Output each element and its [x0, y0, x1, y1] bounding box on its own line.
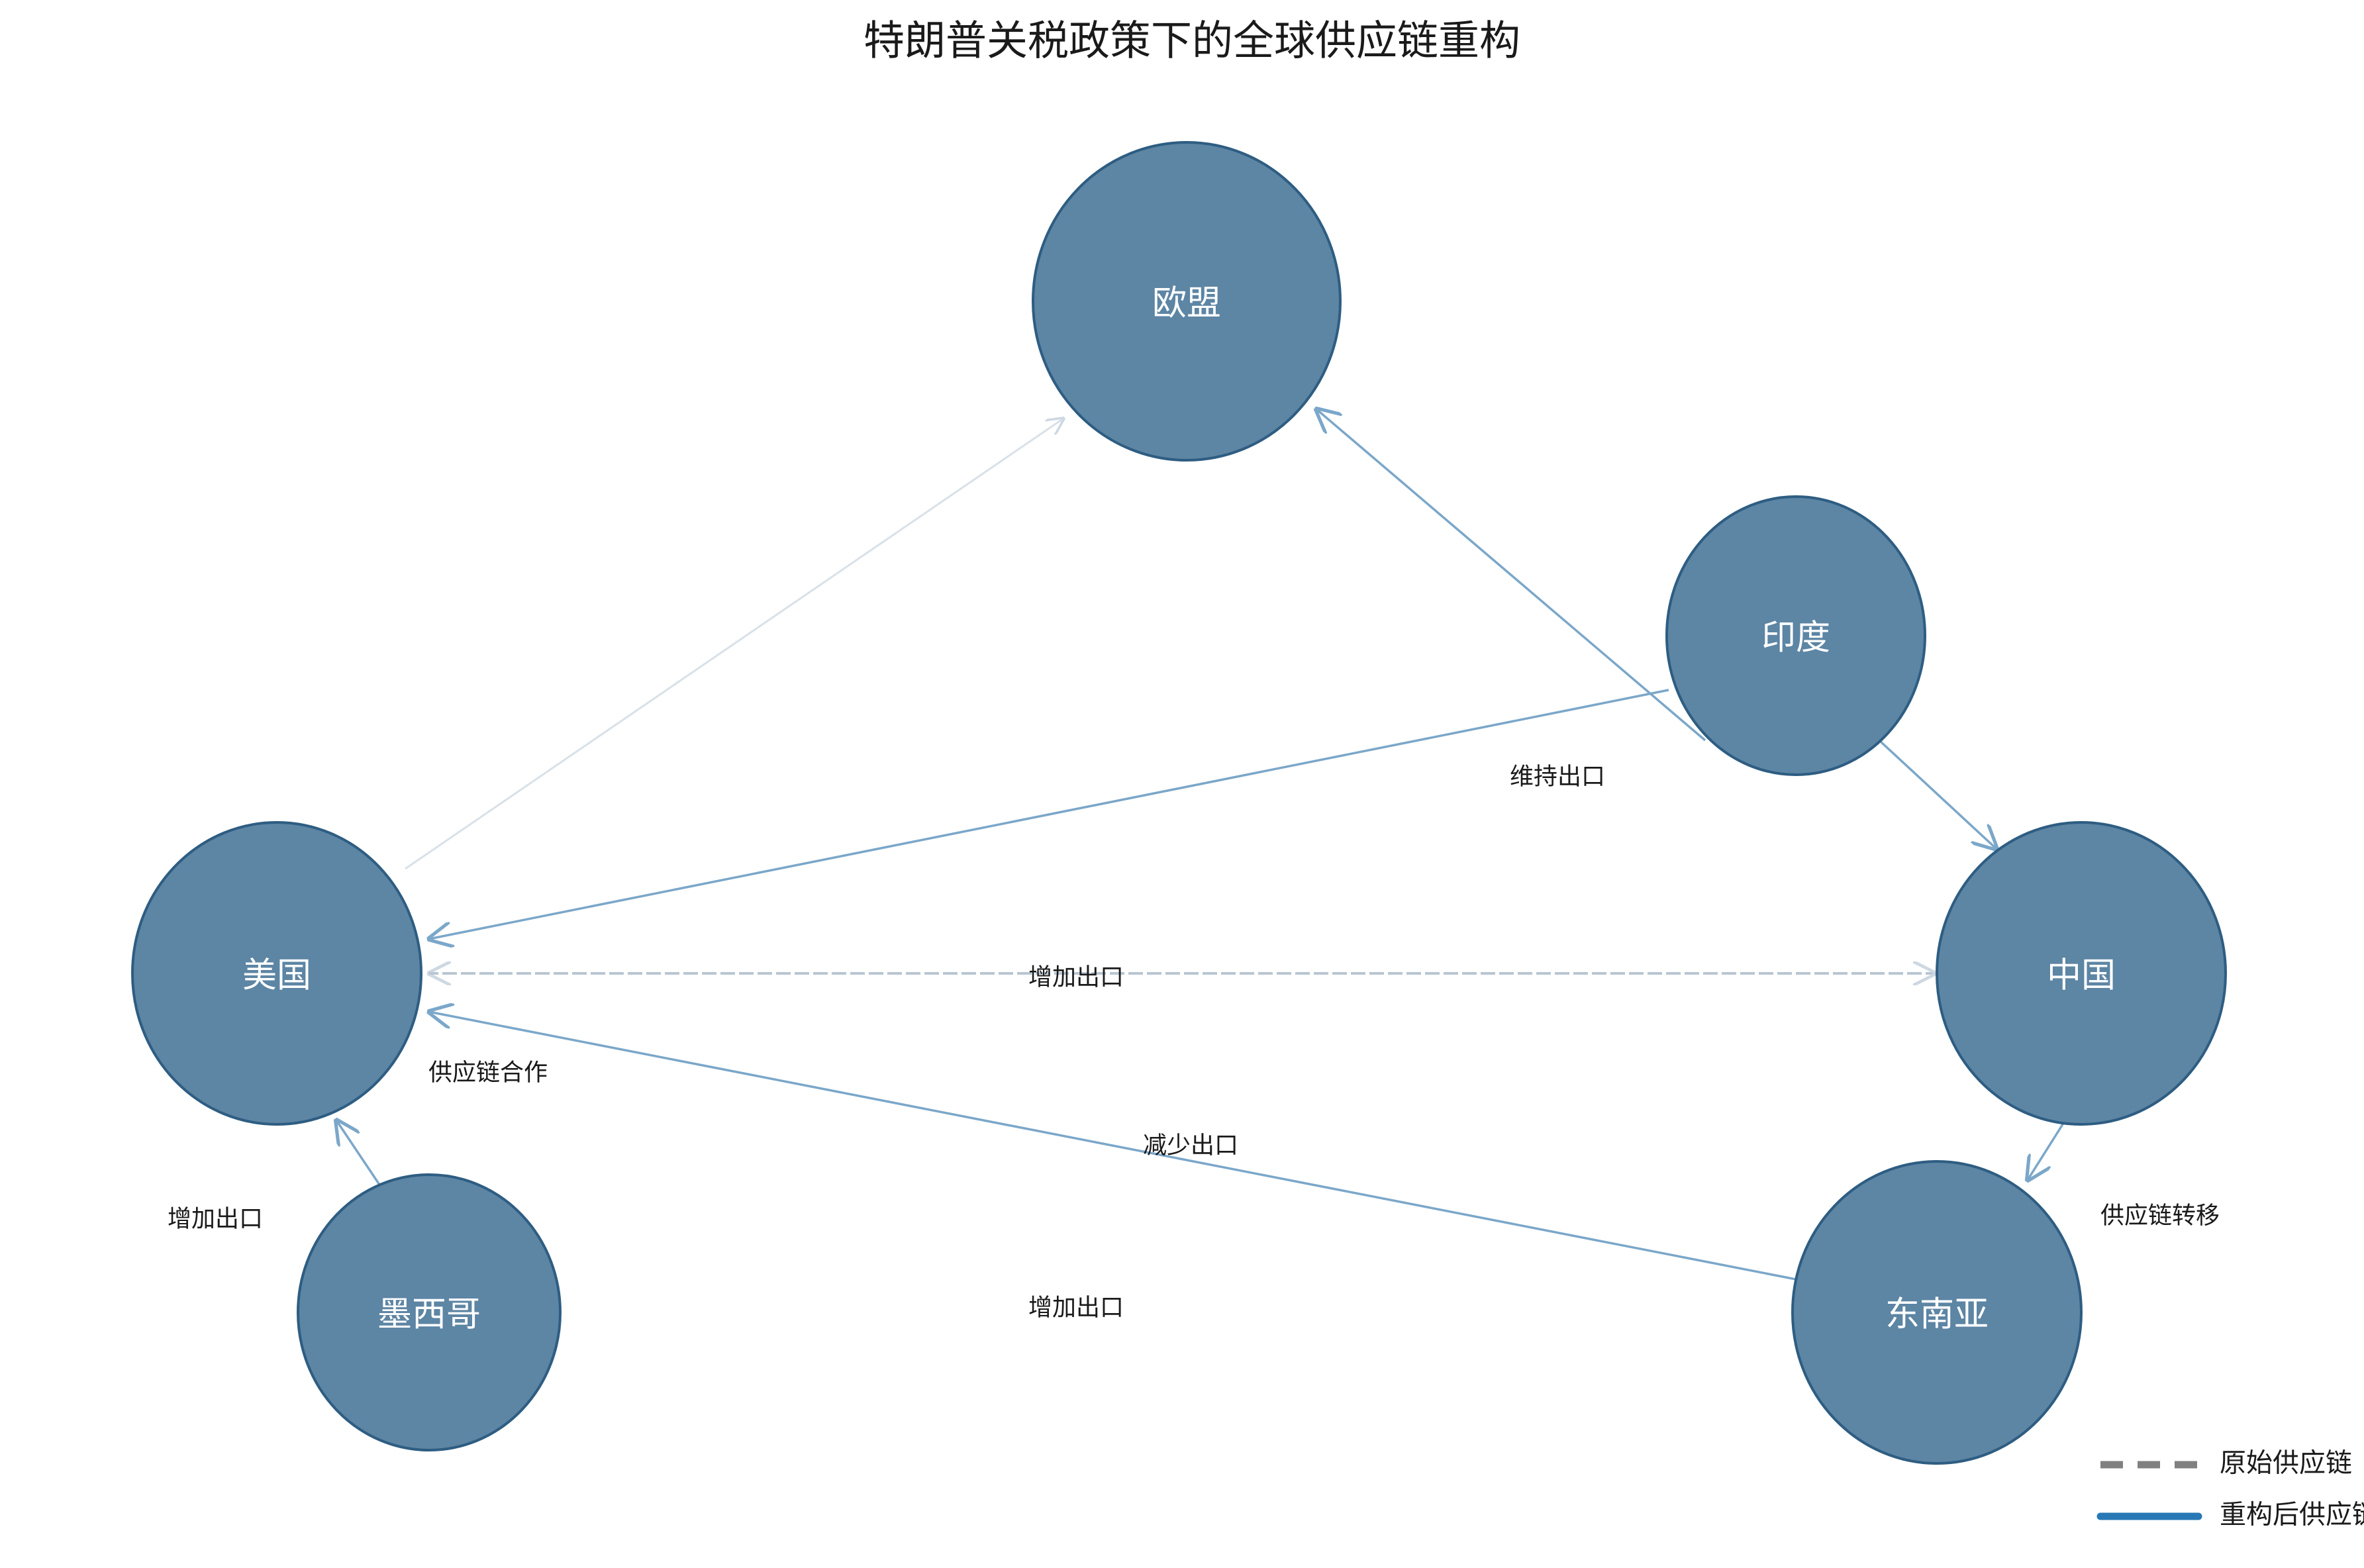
- edge-mexico-usa: [336, 1120, 382, 1187]
- edge-label-layer: 维持出口 增加出口 供应链合作 减少出口 供应链转移 增加出口 增加出口: [168, 763, 2220, 1321]
- legend-label-original: 原始供应链: [2220, 1449, 2352, 1478]
- edge-label-usa-china: 增加出口: [1028, 963, 1124, 991]
- edge-label-china-seasia: 供应链转移: [2100, 1202, 2220, 1229]
- node-label-eu: 欧盟: [1152, 285, 1221, 323]
- node-circle-eu[interactable]: [1032, 141, 1342, 462]
- edge-india-usa: [429, 689, 1669, 939]
- edge-label-seasia-usa: 增加出口: [1028, 1294, 1124, 1321]
- node-eu[interactable]: 欧盟: [1032, 141, 1342, 462]
- node-circle-india[interactable]: [1665, 495, 1926, 776]
- node-label-india: 印度: [1761, 619, 1830, 658]
- node-india[interactable]: 印度: [1665, 495, 1926, 776]
- node-label-mexico: 墨西哥: [377, 1296, 481, 1334]
- edge-layer: [336, 409, 2067, 1281]
- legend: 原始供应链 重构后供应链: [2096, 1449, 2364, 1530]
- node-circle-usa[interactable]: [131, 821, 422, 1126]
- node-label-china: 中国: [2047, 957, 2116, 995]
- node-mexico[interactable]: 墨西哥: [297, 1173, 562, 1451]
- node-label-usa: 美国: [242, 957, 311, 995]
- edge-usa-eu: [405, 418, 1063, 870]
- node-circle-china[interactable]: [1936, 821, 2227, 1126]
- legend-label-reconstructed: 重构后供应链: [2220, 1500, 2364, 1530]
- edge-label-mexico-usa: 供应链合作: [428, 1059, 548, 1086]
- edge-china-seasia: [2028, 1118, 2067, 1180]
- edge-label-india-china: 维持出口: [1510, 763, 1605, 790]
- node-china[interactable]: 中国: [1936, 821, 2227, 1126]
- page-title: 特朗普关税政策下的全球供应链重构: [863, 18, 1520, 64]
- node-seasia[interactable]: 东南亚: [1791, 1160, 2083, 1465]
- edge-label-india-usa: 增加出口: [168, 1205, 263, 1232]
- edge-india-eu: [1316, 409, 1706, 742]
- node-circle-mexico[interactable]: [297, 1173, 562, 1451]
- edge-seasia-usa: [429, 1012, 1797, 1281]
- node-layer: 欧盟 印度 美国 中国 墨西哥 东南亚: [131, 141, 2227, 1465]
- edge-india-china: [1879, 740, 1996, 849]
- legend-item-reconstructed[interactable]: 重构后供应链: [2096, 1500, 2364, 1530]
- edge-label-china-usa: 减少出口: [1143, 1132, 1238, 1159]
- node-usa[interactable]: 美国: [131, 821, 422, 1126]
- legend-item-original[interactable]: 原始供应链: [2100, 1449, 2352, 1478]
- node-circle-seasia[interactable]: [1791, 1160, 2083, 1465]
- node-label-seasia: 东南亚: [1885, 1296, 1989, 1334]
